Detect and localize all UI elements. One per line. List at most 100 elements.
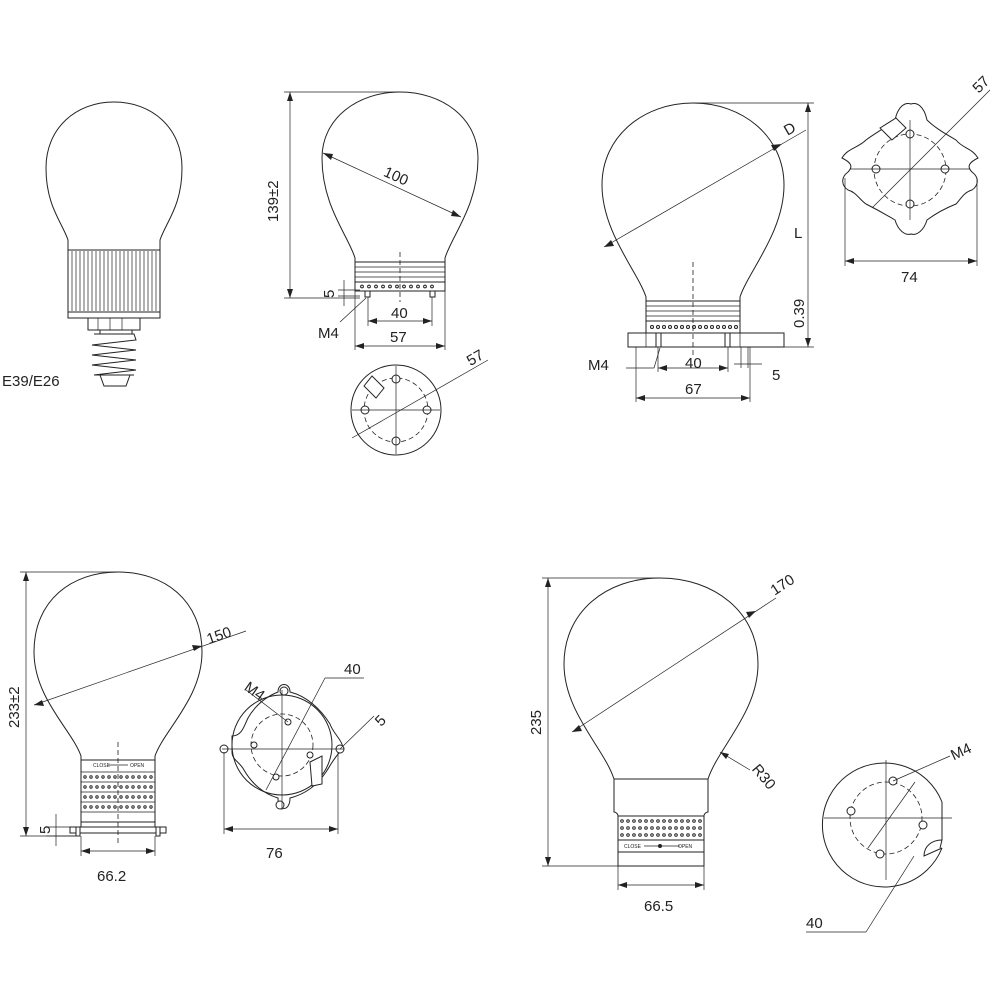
diameter-dim: 170	[768, 571, 798, 599]
finned-heatsink	[67, 249, 161, 319]
vent-hole	[113, 795, 117, 799]
lamp-170-view: CLOSE OPEN 170 235 R30 66.5	[528, 571, 974, 933]
vent-hole	[137, 805, 141, 809]
vent-hole	[119, 805, 123, 809]
thread-label: M4	[588, 357, 609, 374]
vent-hole	[620, 819, 624, 823]
width-dim: 57	[390, 329, 407, 346]
vent-hole	[686, 833, 690, 837]
vent-hole	[95, 775, 99, 779]
vent-hole	[107, 785, 111, 789]
vent-hole	[107, 795, 111, 799]
width-dim: 66.5	[644, 898, 673, 915]
vent-hole	[89, 795, 93, 799]
vent-hole	[686, 819, 690, 823]
height-dim: 235	[528, 710, 545, 735]
vent-hole	[668, 819, 672, 823]
radius-dim: R30	[748, 761, 779, 793]
vent-hole	[626, 819, 630, 823]
vent-hole	[686, 826, 690, 830]
vent-hole	[107, 775, 111, 779]
vent-hole	[680, 826, 684, 830]
base-sleeve: CLOSE OPEN	[613, 778, 709, 867]
vent-hole	[632, 833, 636, 837]
vent-hole	[716, 325, 720, 329]
vent-hole	[101, 775, 105, 779]
vent-hole	[89, 805, 93, 809]
vent-hole	[149, 785, 153, 789]
base-type-label: E39/E26	[2, 373, 60, 390]
band-close-label: CLOSE	[93, 763, 111, 769]
base-plate-plan: 57	[350, 347, 489, 456]
vent-hole	[638, 826, 642, 830]
width-dim: 66.2	[97, 868, 126, 885]
vent-hole	[125, 785, 129, 789]
vent-hole	[734, 325, 738, 329]
vent-hole	[626, 833, 630, 837]
vent-hole	[692, 819, 696, 823]
vent-hole	[402, 284, 406, 289]
offset-dim: 5	[321, 290, 338, 298]
base-plate-plan: 57 74	[841, 73, 993, 286]
vent-hole	[650, 833, 654, 837]
vent-hole	[83, 795, 87, 799]
vent-hole	[674, 325, 678, 329]
flange-pitch-dim: 40	[344, 661, 361, 678]
lamp-150-view: CLOSE OPEN 150 233±2 5	[6, 571, 390, 885]
vent-hole	[101, 805, 105, 809]
diameter-dim: 150	[204, 624, 233, 648]
vent-hole	[125, 805, 129, 809]
vent-hole	[644, 819, 648, 823]
screw-base	[87, 317, 141, 387]
vent-hole	[119, 785, 123, 789]
vent-hole	[113, 785, 117, 789]
vent-hole	[632, 826, 636, 830]
offset-dim: 5	[772, 367, 780, 384]
vent-hole	[143, 785, 147, 789]
vent-hole	[698, 833, 702, 837]
vent-hole	[388, 284, 392, 289]
diameter-dim: 100	[381, 164, 411, 190]
vent-hole	[137, 785, 141, 789]
vent-hole	[722, 325, 726, 329]
flange-width-dim: 74	[901, 269, 918, 286]
vent-hole	[638, 833, 642, 837]
vent-hole	[83, 785, 87, 789]
vent-hole	[674, 826, 678, 830]
band-open-label: OPEN	[678, 844, 693, 850]
vent-hole	[149, 805, 153, 809]
vent-hole	[113, 805, 117, 809]
vent-hole	[704, 325, 708, 329]
base-bands	[627, 300, 785, 348]
vent-hole	[89, 775, 93, 779]
vent-hole	[125, 795, 129, 799]
flange-dim: 57	[969, 73, 993, 97]
vent-hole	[650, 826, 654, 830]
vent-hole	[119, 795, 123, 799]
vent-hole	[668, 826, 672, 830]
vent-hole	[143, 795, 147, 799]
thread-label: M4	[241, 679, 268, 705]
vent-hole	[668, 325, 672, 329]
lamp-e39-view: E39/E26	[2, 101, 183, 390]
vent-hole	[131, 775, 135, 779]
vent-hole	[149, 775, 153, 779]
lamp-100-view: 100 139±2 5 40 57 M4	[265, 91, 489, 456]
vent-hole	[107, 805, 111, 809]
vent-hole	[620, 833, 624, 837]
vent-hole	[650, 325, 654, 329]
flange-pitch-dim: 40	[806, 915, 823, 932]
vent-hole	[143, 775, 147, 779]
vent-hole	[119, 775, 123, 779]
vent-hole	[101, 785, 105, 789]
vent-hole	[650, 819, 654, 823]
height-dim: 233±2	[6, 686, 23, 728]
vent-hole	[137, 775, 141, 779]
vent-hole	[680, 819, 684, 823]
vent-hole	[686, 325, 690, 329]
vent-hole	[662, 819, 666, 823]
vent-hole	[395, 284, 399, 289]
bulb-outline	[563, 577, 759, 780]
vent-hole	[644, 826, 648, 830]
vent-hole	[674, 833, 678, 837]
